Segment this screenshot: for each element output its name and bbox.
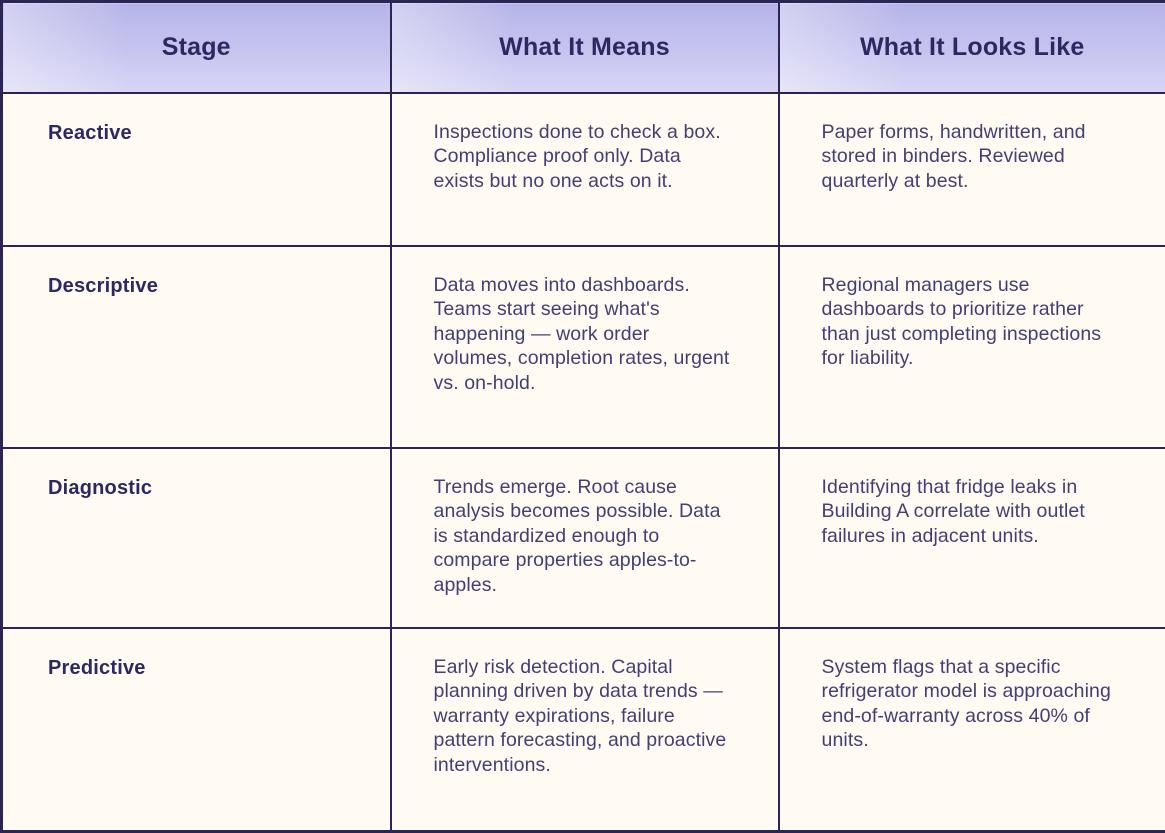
stage-label-diagnostic: Diagnostic [2,448,391,628]
looks-cell-diagnostic: Identifying that fridge leaks in Buildin… [779,448,1165,628]
looks-cell-reactive: Paper forms, handwritten, and stored in … [779,93,1165,246]
stage-label-predictive: Predictive [2,628,391,832]
column-header-stage: Stage [2,2,391,93]
looks-cell-descriptive: Regional managers use dashboards to prio… [779,246,1165,448]
means-cell-reactive: Inspections done to check a box. Complia… [391,93,779,246]
column-header-what-it-means: What It Means [391,2,779,93]
table-header-row: Stage What It Means What It Looks Like [2,2,1165,93]
table-row-descriptive: Descriptive Data moves into dashboards. … [2,246,1165,448]
means-cell-diagnostic: Trends emerge. Root cause analysis becom… [391,448,779,628]
table-row-predictive: Predictive Early risk detection. Capital… [2,628,1165,832]
stage-label-descriptive: Descriptive [2,246,391,448]
looks-cell-predictive: System flags that a specific refrigerato… [779,628,1165,832]
table-row-diagnostic: Diagnostic Trends emerge. Root cause ana… [2,448,1165,628]
means-cell-predictive: Early risk detection. Capital planning d… [391,628,779,832]
means-cell-descriptive: Data moves into dashboards. Teams start … [391,246,779,448]
table-row-reactive: Reactive Inspections done to check a box… [2,93,1165,246]
column-header-what-it-looks-like: What It Looks Like [779,2,1165,93]
stage-label-reactive: Reactive [2,93,391,246]
